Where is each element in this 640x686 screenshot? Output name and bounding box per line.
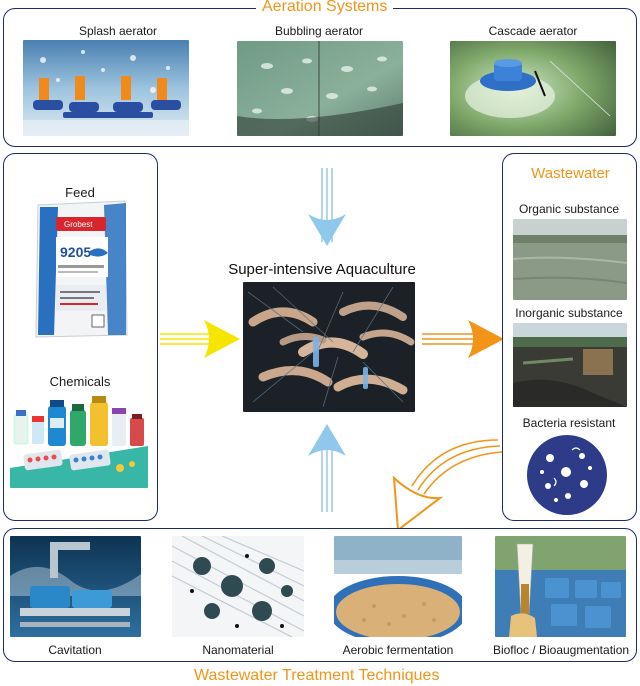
inorganic-substance-photo — [513, 323, 627, 407]
right-arrow-yellow — [160, 320, 240, 358]
cascade-aerator-label: Cascade aerator — [488, 24, 578, 38]
shrimp-photo — [243, 282, 415, 412]
bubbling-aerator-photo — [237, 41, 403, 136]
aeration-title: Aeration Systems — [256, 0, 394, 16]
down-arrow-blue — [308, 168, 346, 246]
aerobic-fermentation-label: Aerobic fermentation — [342, 643, 454, 657]
biofloc-label: Biofloc / Bioaugmentation — [492, 643, 630, 657]
chemicals-label: Chemicals — [49, 374, 111, 389]
chemicals-photo — [10, 390, 148, 488]
inorganic-substance-label: Inorganic substance — [515, 306, 623, 320]
cavitation-label: Cavitation — [48, 643, 102, 657]
splash-aerator-label: Splash aerator — [78, 24, 158, 38]
organic-substance-label: Organic substance — [518, 202, 620, 216]
feed-bag-photo: Grobest 9205 — [34, 199, 129, 339]
biofloc-photo — [495, 536, 626, 637]
up-arrow-blue — [308, 424, 346, 512]
right-arrow-orange — [422, 320, 504, 358]
bacteria-resistant-label: Bacteria resistant — [522, 416, 616, 430]
bubbling-aerator-label: Bubbling aerator — [274, 24, 364, 38]
wastewater-title: Wastewater — [531, 165, 610, 182]
cavitation-photo — [10, 536, 141, 637]
treatment-title: Wastewater Treatment Techniques — [188, 667, 446, 685]
organic-substance-photo — [513, 219, 627, 300]
aerobic-fermentation-photo — [334, 536, 462, 637]
cascade-aerator-photo — [450, 41, 616, 136]
svg-text:Grobest: Grobest — [64, 220, 93, 229]
bacteria-resistant-icon — [526, 434, 608, 516]
center-title: Super-intensive Aquaculture — [228, 261, 416, 278]
splash-aerator-photo — [23, 40, 189, 136]
feed-label: Feed — [65, 185, 95, 200]
nanomaterial-label: Nanomaterial — [202, 643, 274, 657]
curved-arrow-orange — [392, 439, 503, 532]
bag-product-code: 9205 — [60, 244, 91, 260]
nanomaterial-photo — [172, 536, 304, 637]
